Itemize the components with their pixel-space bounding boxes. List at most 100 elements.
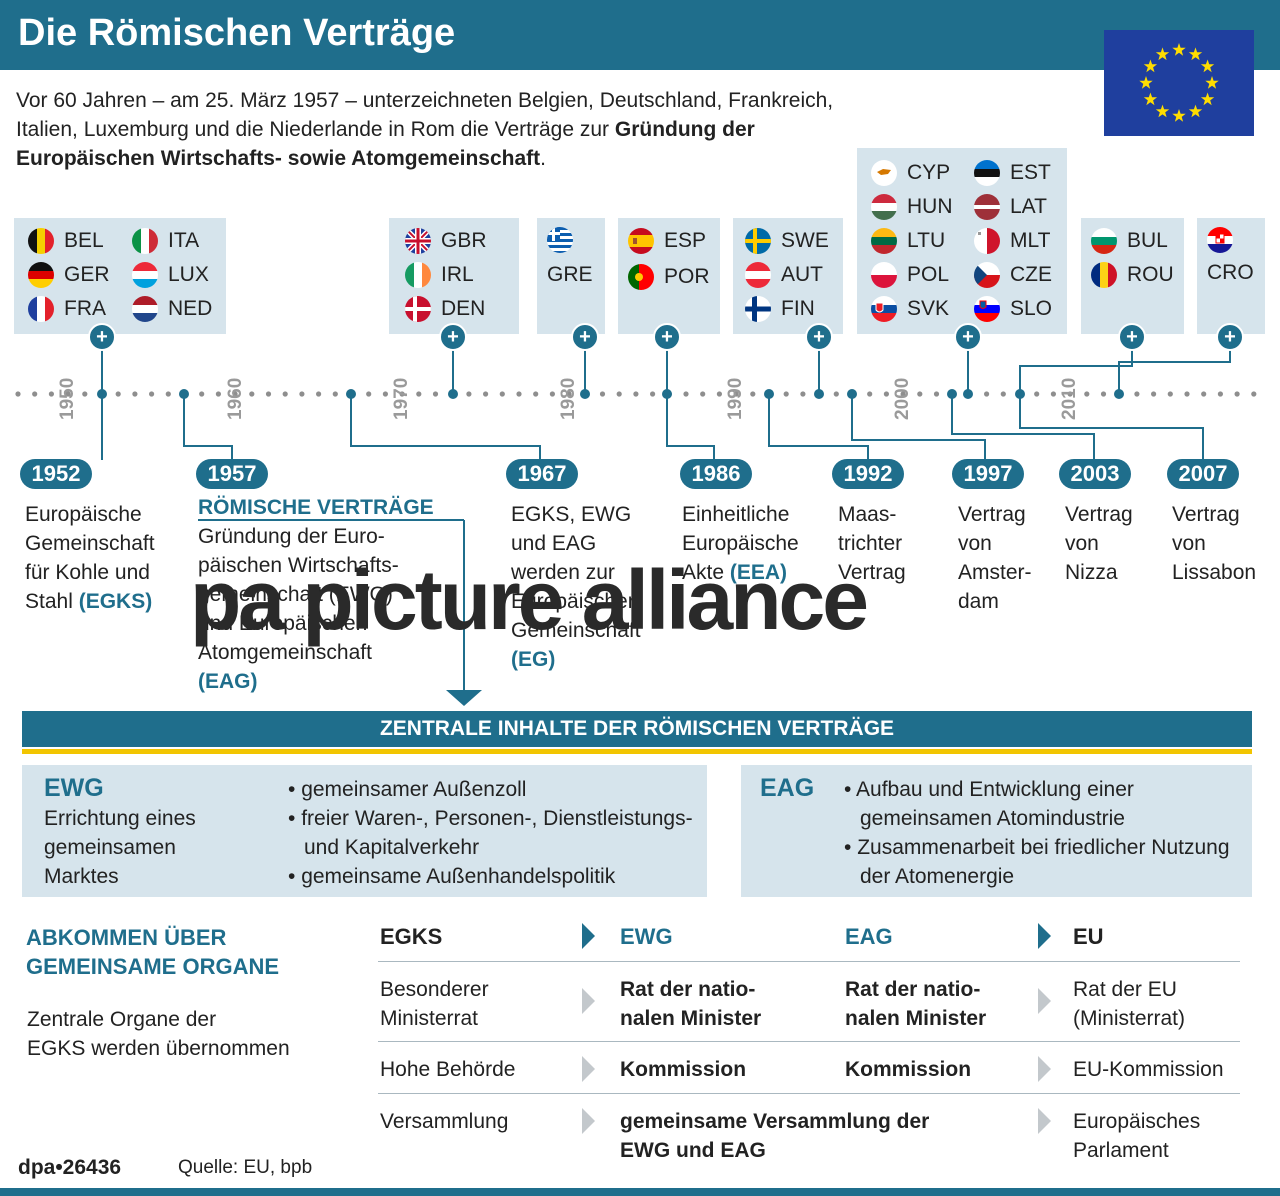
country-code: CZE: [1010, 263, 1052, 286]
bullet-item: freier Waren-, Personen-, Dienstleistung…: [288, 804, 693, 862]
year-badge: 2003: [1059, 459, 1131, 489]
arrow-right-icon: [582, 1056, 595, 1082]
footer-bar: [0, 1188, 1280, 1196]
flag-icon: [628, 228, 654, 254]
event-heading: RÖMISCHE VERTRÄGE: [198, 496, 434, 519]
event-abbr: (EAG): [198, 670, 258, 693]
star-icon: [1155, 47, 1170, 61]
flag-icon: [974, 262, 1000, 288]
flag-icon: [132, 228, 158, 254]
event-line: dam: [958, 590, 999, 613]
country-code: FIN: [781, 297, 815, 320]
flag-icon: [1091, 228, 1117, 254]
arrow-right-icon: [582, 923, 595, 949]
event-line: EGKS, EWG: [511, 503, 632, 526]
event-line: gemeinschaft (EWG): [198, 583, 393, 606]
event-text-1992: Maas- trichter Vertrag: [838, 500, 906, 587]
decade-label: 1950: [57, 377, 78, 420]
plus-icon: +: [439, 323, 467, 351]
country-code: NED: [168, 297, 213, 320]
country-code: FRA: [64, 297, 106, 320]
event-abbr: (EGKS): [78, 590, 153, 613]
country-row: HUN: [871, 193, 953, 221]
star-icon: [1143, 59, 1158, 73]
page-title: Die Römischen Verträge: [18, 12, 456, 54]
country-code: GRE: [547, 263, 593, 286]
cell-line: nalen Minister: [845, 1007, 987, 1030]
down-arrow-icon: [446, 690, 482, 706]
flag-icon: [974, 194, 1000, 220]
country-code: LTU: [907, 229, 946, 252]
cell-egks: Versammlung: [380, 1110, 509, 1133]
eag-title: EAG: [760, 774, 815, 802]
dpa-id: dpa•26436: [18, 1156, 122, 1179]
event-text-1957: RÖMISCHE VERTRÄGE Gründung der Euro- päi…: [198, 493, 434, 696]
group-box-1957: BEL ITA GER LUX FRA NED: [14, 218, 226, 334]
cell-ewg: Kommission: [620, 1058, 747, 1081]
country-code: BEL: [64, 229, 104, 252]
event-line: Vertrag: [958, 503, 1026, 526]
bullet-item: gemeinsamer Außenzoll: [288, 775, 693, 804]
decade-label: 2010: [1059, 377, 1080, 420]
event-text-2007: Vertrag von Lissabon: [1172, 500, 1256, 587]
cell-line: nalen Minister: [620, 1007, 762, 1030]
organs-title: ABKOMMEN ÜBER GEMEINSAME ORGANE: [26, 923, 279, 981]
eu-flag-icon: [1104, 30, 1254, 136]
event-line: von: [1172, 532, 1206, 555]
cell-line: Rat der EU: [1073, 978, 1177, 1001]
country-row: GBR: [405, 227, 487, 255]
event-line: Gemeinschaft: [511, 619, 641, 642]
flag-icon: [871, 194, 897, 220]
flag-icon: [28, 262, 54, 288]
country-row: ROU: [1091, 261, 1174, 289]
event-line: Europäische: [25, 503, 142, 526]
organs-title-line: GEMEINSAME ORGANE: [26, 954, 280, 979]
flag-icon: [132, 262, 158, 288]
flag-icon: [405, 262, 431, 288]
flag-icon: [745, 296, 771, 322]
year-badge: 1967: [506, 459, 578, 489]
star-icon: [1155, 104, 1170, 118]
cell-eu: Europäisches Parlament: [1073, 1107, 1200, 1165]
event-line: Vertrag: [1172, 503, 1240, 526]
header-ewg: EWG: [620, 924, 673, 949]
country-row: LAT: [974, 193, 1047, 221]
group-box-1986: ESP POR: [618, 218, 720, 334]
decade-label: 1990: [725, 377, 746, 420]
group-box-2013: CRO: [1197, 218, 1265, 334]
star-icon: [1172, 43, 1186, 56]
star-icon: [1188, 104, 1203, 118]
group-box-2004: CYP EST HUN LAT LTU MLT POL CZE SVK SLO: [857, 148, 1067, 334]
arrow-right-icon: [1038, 1056, 1051, 1082]
flag-icon: [974, 296, 1000, 322]
country-code: SLO: [1010, 297, 1053, 320]
flag-icon: [871, 296, 897, 322]
eu-stars-icon: [1139, 43, 1219, 122]
country-code: SWE: [781, 229, 829, 252]
plus-icon: +: [1216, 323, 1244, 351]
country-code: BUL: [1127, 229, 1168, 252]
event-line: Gründung der Euro-: [198, 525, 385, 548]
ewg-title: EWG: [44, 774, 104, 802]
country-row: AUT: [745, 261, 823, 289]
organs-description: Zentrale Organe der EGKS werden übernomm…: [27, 1005, 290, 1063]
cell-line: EWG und EAG: [620, 1139, 766, 1162]
decade-label: 2000: [892, 377, 913, 420]
event-line: Atomgemeinschaft: [198, 641, 372, 664]
flag-icon: [1091, 262, 1117, 288]
event-line: Stahl: [25, 590, 79, 613]
cell-eag: Rat der natio- nalen Minister: [845, 975, 986, 1033]
country-row: LTU: [871, 227, 945, 255]
plus-icon: +: [1118, 323, 1146, 351]
group-box-1981: GRE: [537, 218, 605, 334]
country-row: LUX: [132, 261, 209, 289]
country-code: SVK: [907, 297, 950, 320]
country-code: ROU: [1127, 263, 1174, 286]
cell-line: Rat der natio-: [845, 978, 981, 1001]
header-eag: EAG: [845, 924, 893, 949]
country-code: IRL: [441, 263, 474, 286]
intro-text: Vor 60 Jahren – am 25. März 1957 – unter…: [16, 86, 866, 173]
bullet-item: Zusammenarbeit bei friedlicher Nutzung d…: [844, 833, 1244, 891]
country-row: SLO: [974, 295, 1052, 323]
cell-line: Ministerrat: [380, 1007, 479, 1030]
